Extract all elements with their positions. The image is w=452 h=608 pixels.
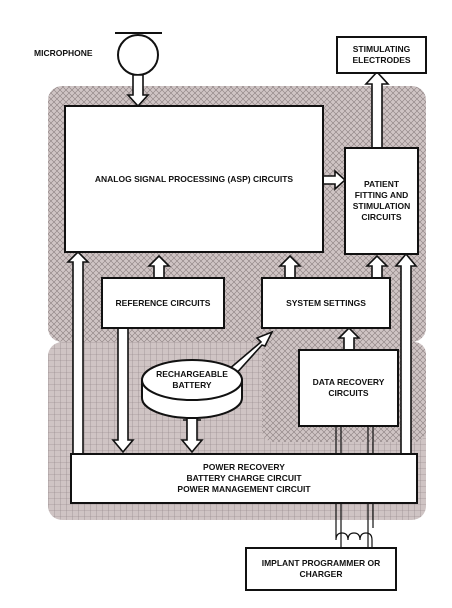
reference-to-asp-arrow	[147, 254, 171, 279]
power-recovery-box	[70, 453, 418, 504]
settings-to-asp-arrow	[278, 254, 302, 279]
asp-to-patient-arrow	[322, 169, 347, 191]
data-recovery-label: DATA RECOVERY CIRCUITS	[312, 377, 385, 398]
data-to-settings-arrow	[337, 326, 361, 351]
microphone-icon	[115, 32, 162, 76]
settings-to-patient-arrow	[365, 254, 389, 279]
stimulating-electrodes-label: STIMULATING ELECTRODES	[352, 44, 411, 65]
asp-circuits-box	[64, 105, 324, 253]
reference-to-power-arrow	[111, 327, 135, 454]
battery-to-settings-arrow	[226, 330, 274, 378]
reference-circuits-box	[101, 277, 225, 329]
mic-to-asp-arrow	[126, 74, 150, 108]
patient-fitting-box	[344, 147, 419, 255]
patient-to-electrodes-arrow	[364, 70, 390, 149]
data-recovery-box	[298, 349, 399, 427]
system-settings-label: SYSTEM SETTINGS	[286, 297, 366, 308]
rechargeable-battery-label: RECHARGEABLE BATTERY	[156, 369, 228, 390]
asp-circuits-label: ANALOG SIGNAL PROCESSING (ASP) CIRCUITS	[94, 173, 294, 184]
power-to-patient-arrow	[394, 252, 418, 455]
battery-cylinder	[141, 359, 243, 419]
implant-programmer-label: IMPLANT PROGRAMMER OR CHARGER	[261, 558, 381, 579]
reference-circuits-label: REFERENCE CIRCUITS	[115, 297, 211, 308]
power-recovery-label: POWER RECOVERY BATTERY CHARGE CIRCUIT PO…	[177, 462, 311, 494]
stimulating-electrodes-box	[336, 36, 427, 74]
microphone-label: MICROPHONE	[34, 47, 93, 58]
patient-fitting-label: PATIENT FITTING AND STIMULATION CIRCUITS	[352, 179, 411, 222]
system-settings-box	[261, 277, 391, 329]
implant-programmer-box	[245, 547, 397, 591]
power-to-asp-arrow	[66, 250, 90, 455]
